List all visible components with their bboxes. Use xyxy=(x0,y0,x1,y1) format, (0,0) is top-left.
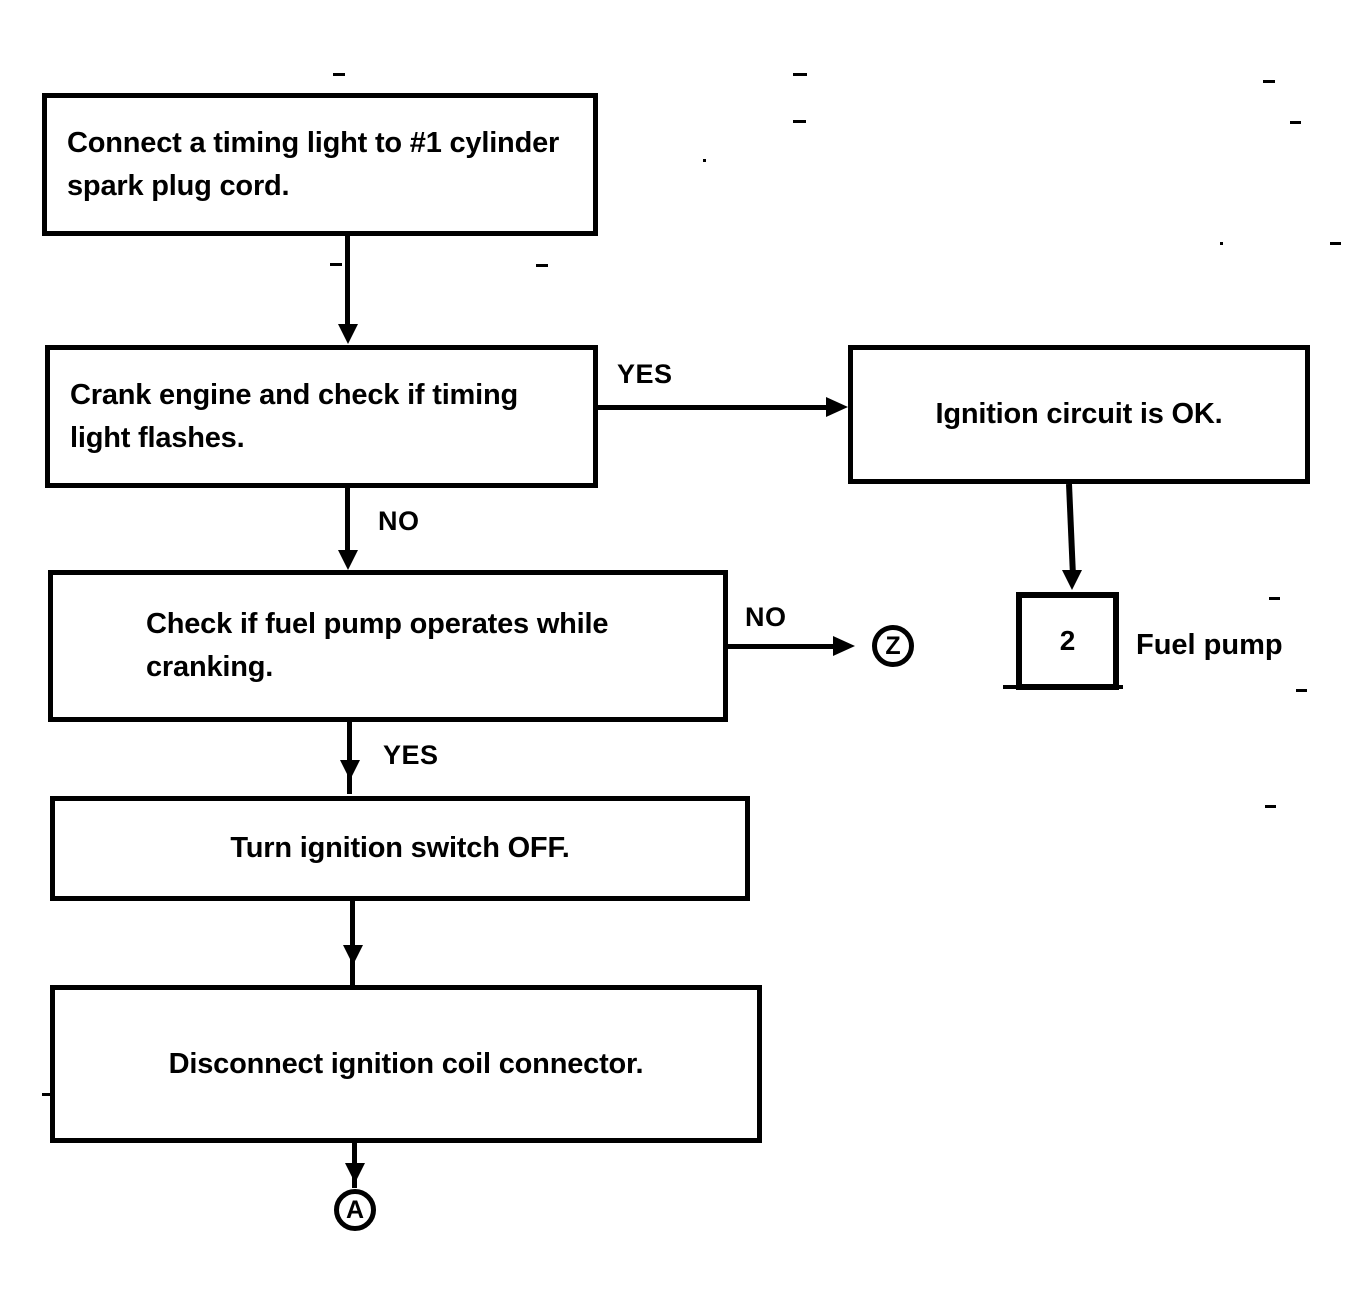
scan-artifact xyxy=(1330,242,1341,245)
reference-box-fuel-pump[interactable]: 2 xyxy=(1016,592,1119,690)
node-disconnect-ignition-coil-text: Disconnect ignition coil connector. xyxy=(168,1047,644,1080)
edge-label-yes-ignition-ok: YES xyxy=(617,359,673,389)
edge-arrow-n4-z xyxy=(833,636,855,656)
scan-artifact xyxy=(793,120,806,123)
scan-artifact xyxy=(703,159,706,162)
scan-artifact xyxy=(1296,689,1307,692)
scan-artifact xyxy=(536,264,548,267)
edge-line-n5-n6 xyxy=(350,901,355,986)
edge-line-n4-n5 xyxy=(347,722,352,794)
edge-arrow-n2-n3 xyxy=(826,397,848,417)
edge-line-n4-z xyxy=(728,644,835,649)
node-turn-ignition-off-text: Turn ignition switch OFF. xyxy=(230,832,570,865)
edge-line-n1-n2 xyxy=(345,236,350,328)
node-check-fuel-pump-text: Check if fuel pump operates while cranki… xyxy=(146,608,609,683)
scan-artifact xyxy=(1269,597,1280,600)
connector-circle-a-label: A xyxy=(345,1195,365,1224)
edge-line-n2-n4 xyxy=(345,488,350,564)
scan-artifact xyxy=(1290,121,1301,124)
reference-label-fuel-pump: Fuel pump xyxy=(1136,629,1283,661)
reference-box-number: 2 xyxy=(1059,625,1076,656)
node-turn-ignition-off[interactable]: Turn ignition switch OFF. xyxy=(50,796,750,901)
node-connect-timing-light-text: Connect a timing light to #1 cylinder sp… xyxy=(67,126,560,202)
edge-arrow-n2-n4 xyxy=(338,550,358,570)
connector-circle-z[interactable]: Z xyxy=(872,625,914,667)
scan-artifact xyxy=(330,263,342,266)
edge-line-n3-ref2 xyxy=(1060,484,1082,576)
scan-artifact xyxy=(42,1093,52,1096)
scan-artifact xyxy=(1265,805,1276,808)
scan-artifact xyxy=(793,73,807,76)
connector-circle-a[interactable]: A xyxy=(334,1189,376,1231)
edge-line-n2-n3 xyxy=(598,405,828,410)
edge-label-yes-ignition-off: YES xyxy=(383,740,439,770)
edge-arrow-n4-n5 xyxy=(340,760,360,780)
edge-arrow-n5-n6 xyxy=(343,945,363,965)
edge-label-no-fuel-check: NO xyxy=(378,506,420,536)
scan-artifact xyxy=(333,73,345,76)
scan-artifact xyxy=(1220,242,1223,245)
edge-arrow-n6-a xyxy=(345,1163,365,1183)
node-check-fuel-pump[interactable]: Check if fuel pump operates while cranki… xyxy=(48,570,728,722)
node-disconnect-ignition-coil[interactable]: Disconnect ignition coil connector. xyxy=(50,985,762,1143)
node-ignition-circuit-ok-text: Ignition circuit is OK. xyxy=(935,398,1223,431)
node-crank-engine-check[interactable]: Crank engine and check if timing light f… xyxy=(45,345,598,488)
node-ignition-circuit-ok[interactable]: Ignition circuit is OK. xyxy=(848,345,1310,484)
node-crank-engine-check-text: Crank engine and check if timing light f… xyxy=(70,378,519,454)
edge-label-no-connector-z: NO xyxy=(745,602,787,632)
scan-artifact xyxy=(1263,80,1275,83)
edge-arrow-n3-ref2 xyxy=(1062,570,1082,590)
edge-arrow-n1-n2 xyxy=(338,324,358,344)
connector-circle-z-label: Z xyxy=(885,631,901,660)
node-connect-timing-light[interactable]: Connect a timing light to #1 cylinder sp… xyxy=(42,93,598,236)
reference-box-underline xyxy=(1003,685,1123,689)
